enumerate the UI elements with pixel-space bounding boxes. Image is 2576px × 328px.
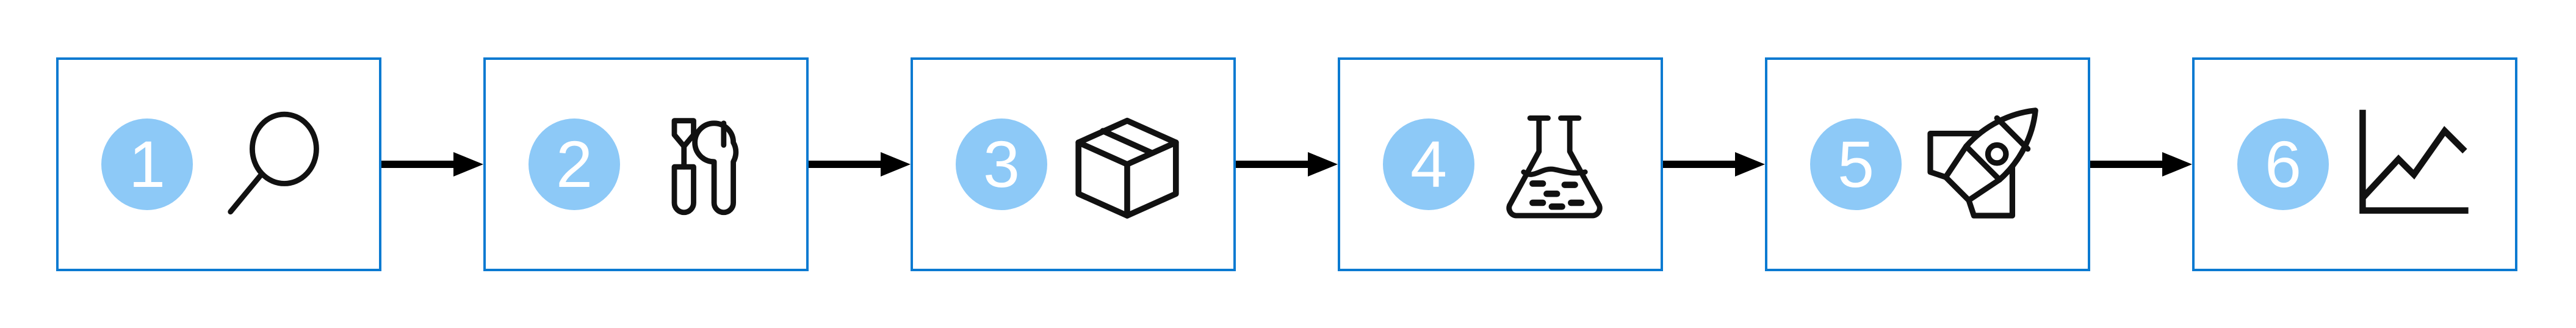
- arrow-right-icon-5: [2090, 146, 2192, 183]
- line-chart-icon: [2345, 100, 2473, 228]
- process-step-2[interactable]: 2: [483, 57, 809, 271]
- step-number-label-5: 5: [1837, 126, 1874, 201]
- step-number-badge-4: 4: [1382, 118, 1474, 210]
- magnifying-glass-icon: [209, 100, 337, 228]
- rocket-icon: [1918, 100, 2046, 228]
- step-number-badge-3: 3: [955, 118, 1047, 210]
- process-step-1[interactable]: 1: [56, 57, 381, 271]
- process-step-4[interactable]: 4: [1338, 57, 1663, 271]
- step-number-badge-2: 2: [528, 118, 620, 210]
- step-number-label-6: 6: [2264, 126, 2301, 201]
- step-number-label-2: 2: [555, 126, 593, 201]
- process-step-5[interactable]: 5: [1765, 57, 2090, 271]
- erlenmeyer-flask-icon: [1490, 100, 1618, 228]
- step-number-label-1: 1: [128, 126, 165, 201]
- step-number-badge-6: 6: [2237, 118, 2329, 210]
- arrow-right-icon-2: [809, 146, 911, 183]
- step-number-label-4: 4: [1410, 126, 1447, 201]
- step-number-badge-5: 5: [1809, 118, 1902, 210]
- process-step-3[interactable]: 3: [911, 57, 1236, 271]
- arrow-right-icon-3: [1236, 146, 1338, 183]
- arrow-right-icon-1: [381, 146, 483, 183]
- arrow-right-icon-4: [1663, 146, 1765, 183]
- process-step-6[interactable]: 6: [2192, 57, 2517, 271]
- step-number-label-3: 3: [983, 126, 1020, 201]
- step-number-badge-1: 1: [101, 118, 193, 210]
- tools-screwdriver-wrench-icon: [636, 100, 764, 228]
- package-box-icon: [1063, 100, 1191, 228]
